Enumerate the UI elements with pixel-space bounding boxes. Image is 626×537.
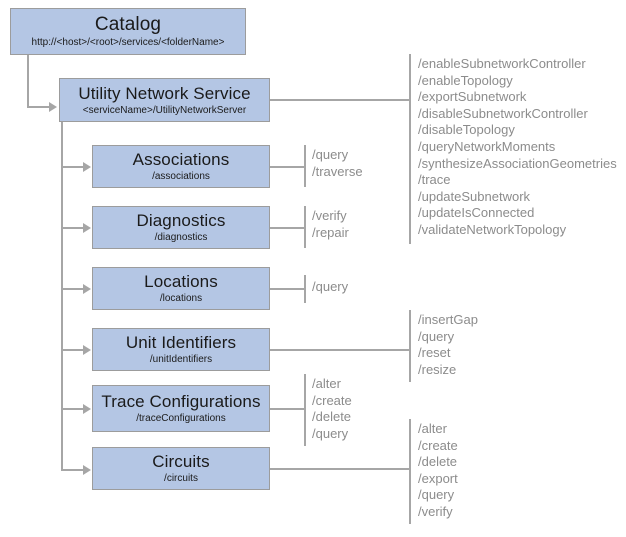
node-service-title: Utility Network Service <box>78 83 251 103</box>
arrow-to-trace-configurations <box>83 404 91 414</box>
node-diagnostics[interactable]: Diagnostics /diagnostics <box>92 206 270 249</box>
node-circuits[interactable]: Circuits /circuits <box>92 447 270 490</box>
ops-list-locations: /query <box>312 279 348 296</box>
node-associations-title: Associations <box>132 150 230 169</box>
node-catalog-path: http://<host>/<root>/services/<folderNam… <box>31 37 225 48</box>
node-trace-configurations-title: Trace Configurations <box>101 392 261 411</box>
node-trace-configurations[interactable]: Trace Configurations /traceConfiguration… <box>92 385 270 432</box>
ops-bar-diagnostics <box>304 206 306 248</box>
connector-catalog-horizontal <box>27 106 51 108</box>
connector-unit-identifiers-ops <box>270 349 411 351</box>
operation-item[interactable]: /query <box>418 328 455 344</box>
operation-item[interactable]: /updateIsConnected <box>418 205 535 221</box>
ops-list-circuits: /alter/create/delete/export/query/verify <box>418 421 458 521</box>
operation-item[interactable]: /create <box>418 437 458 453</box>
node-utility-network-service[interactable]: Utility Network Service <serviceName>/Ut… <box>59 78 270 122</box>
connector-trace-configurations-ops <box>270 408 306 410</box>
arrow-to-unit-identifiers <box>83 345 91 355</box>
operation-item[interactable]: /export <box>418 470 458 486</box>
ops-list-diagnostics: /verify/repair <box>312 208 349 241</box>
ops-bar-trace-configurations <box>304 374 306 446</box>
ops-list-trace-configurations: /alter/create/delete/query <box>312 376 352 442</box>
operation-item[interactable]: /query <box>312 425 349 441</box>
arrow-to-circuits <box>83 465 91 475</box>
ops-bar-locations <box>304 275 306 303</box>
operation-item[interactable]: /enableTopology <box>418 72 513 88</box>
connector-trunk-vertical <box>61 122 63 470</box>
operation-item[interactable]: /synthesizeAssociationGeometries <box>418 155 617 171</box>
operation-item[interactable]: /create <box>312 392 352 408</box>
node-trace-configurations-path: /traceConfigurations <box>136 413 226 424</box>
connector-diagnostics-ops <box>270 227 306 229</box>
operation-item[interactable]: /resize <box>418 361 457 377</box>
operation-item[interactable]: /trace <box>418 172 451 188</box>
operation-item[interactable]: /reset <box>418 345 451 361</box>
operation-item[interactable]: /exportSubnetwork <box>418 89 527 105</box>
ops-list-associations: /query/traverse <box>312 147 363 180</box>
node-unit-identifiers-title: Unit Identifiers <box>125 333 237 352</box>
ops-bar-circuits <box>409 419 411 524</box>
ops-bar-unit-identifiers <box>409 310 411 382</box>
node-diagnostics-path: /diagnostics <box>154 232 208 243</box>
operation-item[interactable]: /insertGap <box>418 312 478 327</box>
operation-item[interactable]: /disableSubnetworkController <box>418 105 588 121</box>
connector-associations-ops <box>270 166 306 168</box>
connector-circuits-ops <box>270 468 411 470</box>
operation-item[interactable]: /alter <box>312 376 341 391</box>
operation-item[interactable]: /verify <box>418 503 453 519</box>
operation-item[interactable]: /query <box>312 279 349 294</box>
node-unit-identifiers[interactable]: Unit Identifiers /unitIdentifiers <box>92 328 270 371</box>
node-circuits-title: Circuits <box>152 452 210 471</box>
operation-item[interactable]: /delete <box>418 454 458 470</box>
node-locations-title: Locations <box>144 272 218 291</box>
operation-item[interactable]: /disableTopology <box>418 122 515 138</box>
connector-catalog-vertical <box>27 55 29 108</box>
connector-stub-unit-identifiers <box>61 349 85 351</box>
operation-item[interactable]: /query <box>418 487 455 503</box>
operation-item[interactable]: /alter <box>418 421 447 436</box>
arrow-to-diagnostics <box>83 223 91 233</box>
ops-list-unit-identifiers: /insertGap/query/reset/resize <box>418 312 478 378</box>
operation-item[interactable]: /query <box>312 147 349 162</box>
arrow-catalog-to-service <box>49 102 57 112</box>
node-associations-path: /associations <box>152 171 210 182</box>
node-locations[interactable]: Locations /locations <box>92 267 270 310</box>
operation-item[interactable]: /verify <box>312 208 347 223</box>
operation-item[interactable]: /queryNetworkMoments <box>418 138 556 154</box>
node-catalog[interactable]: Catalog http://<host>/<root>/services/<f… <box>10 8 246 55</box>
connector-stub-associations <box>61 166 85 168</box>
ops-bar-service <box>409 54 411 244</box>
operation-item[interactable]: /validateNetworkTopology <box>418 221 567 237</box>
operation-item[interactable]: /repair <box>312 224 349 240</box>
connector-service-ops <box>270 99 411 101</box>
node-circuits-path: /circuits <box>164 473 198 484</box>
node-catalog-title: Catalog <box>94 14 162 35</box>
node-locations-path: /locations <box>159 293 203 304</box>
node-service-path: <serviceName>/UtilityNetworkServer <box>82 104 247 116</box>
connector-stub-diagnostics <box>61 227 85 229</box>
operation-item[interactable]: /updateSubnetwork <box>418 188 531 204</box>
node-diagnostics-title: Diagnostics <box>136 211 226 230</box>
connector-stub-locations <box>61 288 85 290</box>
operation-item[interactable]: /delete <box>312 409 352 425</box>
connector-locations-ops <box>270 288 306 290</box>
connector-stub-circuits <box>61 469 85 471</box>
node-unit-identifiers-path: /unitIdentifiers <box>149 354 213 365</box>
ops-list-service: /enableSubnetworkController/enableTopolo… <box>418 56 617 239</box>
arrow-to-locations <box>83 284 91 294</box>
operation-item[interactable]: /enableSubnetworkController <box>418 56 586 71</box>
connector-stub-trace-configurations <box>61 408 85 410</box>
arrow-to-associations <box>83 162 91 172</box>
node-associations[interactable]: Associations /associations <box>92 145 270 188</box>
operation-item[interactable]: /traverse <box>312 163 363 179</box>
ops-bar-associations <box>304 145 306 187</box>
